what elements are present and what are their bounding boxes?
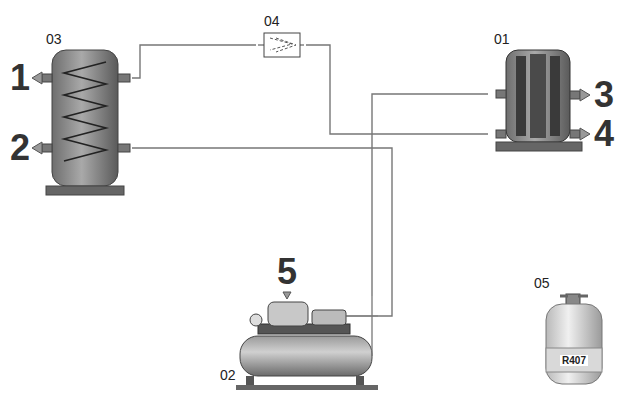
refrigerant-pipe	[132, 148, 392, 316]
refrigerant-cylinder	[546, 294, 602, 384]
refrigerant-pipe	[306, 45, 488, 134]
part-number: 02	[220, 368, 236, 382]
receiver-vessel	[496, 50, 590, 151]
filter-drier	[258, 33, 304, 57]
part-number: 04	[264, 14, 280, 28]
coil-tank-node: 03	[40, 28, 132, 200]
part-number: 03	[46, 32, 62, 46]
part-number: 05	[534, 276, 550, 290]
refrigerant-pipe	[372, 94, 488, 296]
callout-number: 5	[277, 254, 297, 290]
filter-node: 04	[256, 12, 306, 60]
coil-tank	[32, 50, 130, 195]
callout-number: 4	[594, 116, 614, 152]
vessel-node: 01	[488, 28, 584, 154]
refrigerant-pipe	[132, 45, 256, 78]
compressor-node: 02	[218, 296, 378, 390]
callout-number: 3	[594, 77, 614, 113]
callout-number: 1	[10, 60, 30, 96]
cylinder-node: 05R407	[530, 274, 616, 388]
cylinder-label: R407	[560, 355, 588, 366]
part-number: 01	[494, 32, 510, 46]
callout-number: 2	[10, 130, 30, 166]
compressor	[236, 292, 378, 390]
